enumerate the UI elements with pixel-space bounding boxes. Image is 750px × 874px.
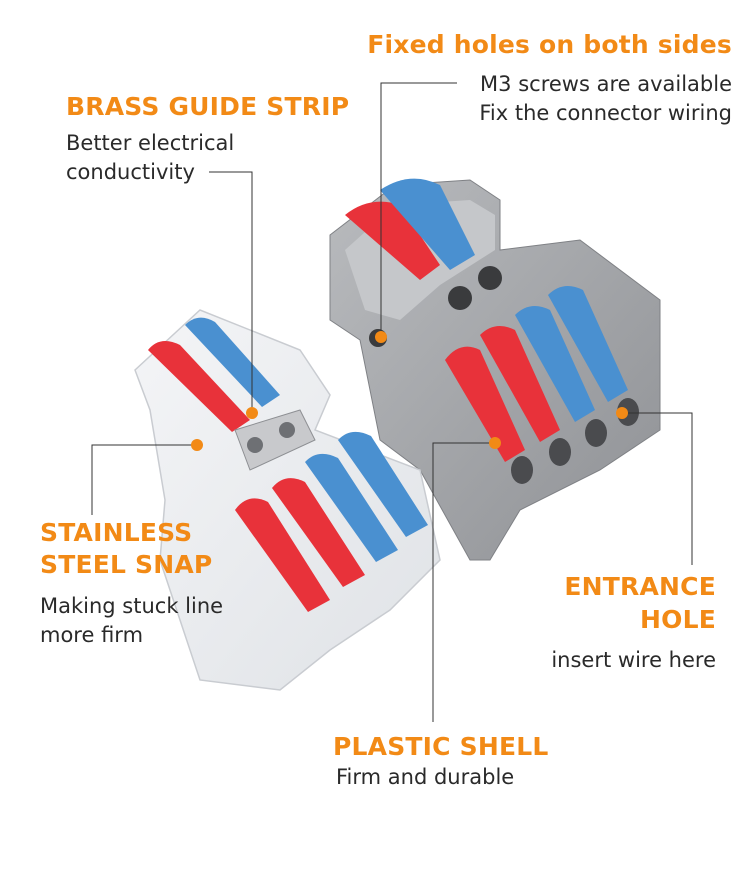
- lever-blue: [305, 453, 398, 562]
- lever-red: [480, 326, 560, 442]
- screw-hole: [279, 422, 295, 438]
- steel-snap-heading-2: STEEL SNAP: [40, 550, 213, 579]
- callout-dot: [375, 331, 387, 343]
- steel-snap-plate: [234, 409, 316, 471]
- lever-blue: [338, 431, 428, 537]
- fixed-holes-desc-1: M3 screws are available: [480, 72, 732, 96]
- lever-red: [272, 478, 365, 587]
- brass-strip-desc-1: Better electrical: [66, 131, 235, 155]
- leader-line-brass-strip: [209, 171, 253, 413]
- callout-dot: [246, 407, 258, 419]
- brass-strip-desc-2: conductivity: [66, 160, 195, 184]
- fixed-holes-heading: Fixed holes on both sides: [367, 30, 732, 59]
- plastic-shell-desc: Firm and durable: [336, 765, 515, 789]
- lever-red: [148, 341, 250, 432]
- leader-line-fixed-holes: [380, 82, 457, 337]
- entrance-hole: [511, 456, 533, 484]
- leader-lines: [91, 82, 693, 722]
- callout-dot: [616, 407, 628, 419]
- entrance-hole: [617, 398, 639, 426]
- lever-red: [345, 201, 440, 280]
- screw-hole: [247, 437, 263, 453]
- steel-snap-heading-1: STAINLESS: [40, 518, 193, 547]
- leader-line-steel-snap: [91, 444, 197, 515]
- entrance-hole-heading-1: ENTRANCE: [564, 572, 716, 601]
- entrance-hole: [585, 419, 607, 447]
- entrance-hole-heading-2: HOLE: [640, 605, 716, 634]
- leader-line-plastic-shell: [432, 442, 495, 722]
- brass-strip-heading: BRASS GUIDE STRIP: [66, 92, 350, 121]
- callout-dot: [489, 437, 501, 449]
- clear-connector: [134, 309, 441, 691]
- entrance-hole-desc: insert wire here: [551, 648, 716, 672]
- lever-red: [235, 498, 330, 612]
- fixed-holes-desc-2: Fix the connector wiring: [479, 101, 732, 125]
- grey-connector: [329, 178, 661, 561]
- screw-hole: [448, 286, 472, 310]
- plastic-shell-heading: PLASTIC SHELL: [333, 732, 549, 761]
- callout-dot: [191, 439, 203, 451]
- screw-hole: [478, 266, 502, 290]
- steel-snap-desc-1: Making stuck line: [40, 594, 224, 618]
- lever-blue: [548, 286, 628, 402]
- callout-dots: [191, 331, 628, 451]
- steel-snap-desc-2: more firm: [40, 623, 144, 647]
- lever-blue: [185, 317, 280, 407]
- leader-line-entrance-hole: [622, 412, 693, 565]
- lever-red: [445, 346, 525, 462]
- lever-blue: [515, 306, 595, 422]
- lever-blue: [380, 178, 475, 270]
- entrance-hole: [549, 438, 571, 466]
